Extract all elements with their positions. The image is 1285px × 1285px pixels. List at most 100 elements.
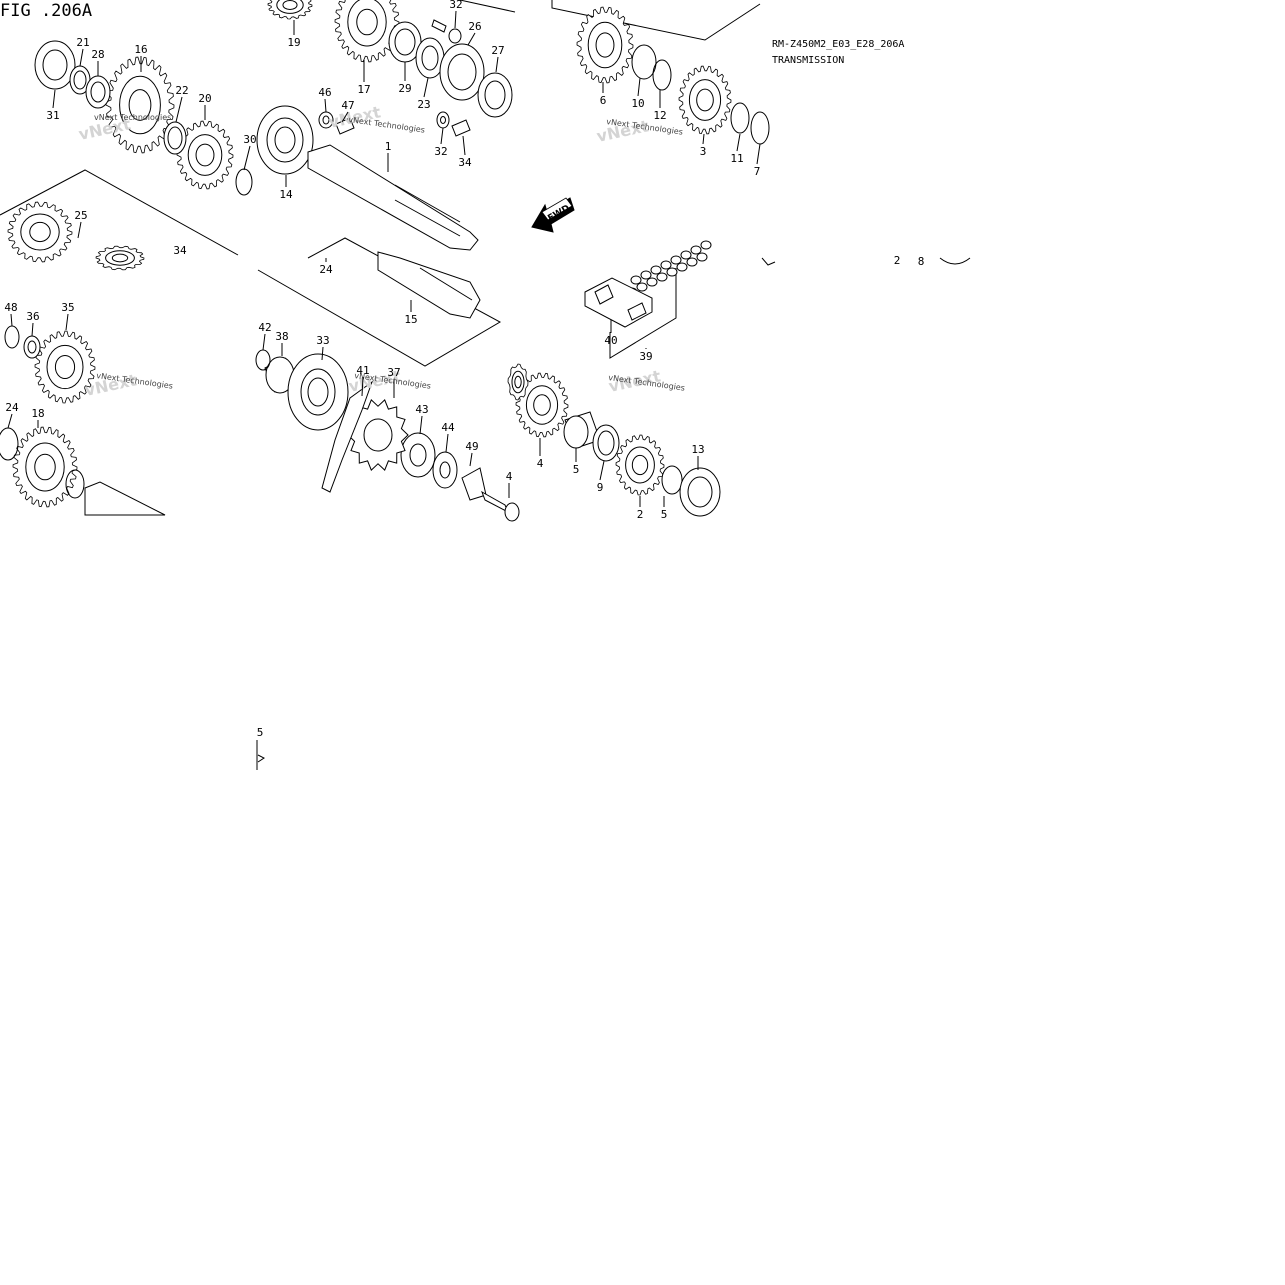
gear-20 (176, 120, 234, 190)
callout-number: 8 (918, 255, 925, 268)
chain-link (640, 270, 652, 280)
callout-number: 6 (600, 94, 607, 107)
master-link-40 (584, 277, 653, 328)
callout-number: 29 (398, 82, 411, 95)
leader-line (79, 48, 84, 67)
callout-number: 5 (257, 726, 264, 739)
callout-11: 11 (730, 133, 744, 165)
callout-number: 3 (700, 145, 707, 158)
callout-17: 17 (357, 60, 371, 96)
callout-8: 8 (918, 255, 925, 268)
callout-7: 7 (754, 143, 761, 178)
gear-35 (34, 330, 96, 404)
callout-4: 4 (537, 438, 544, 470)
callout-2: 2 (637, 496, 644, 521)
callout-number: 4 (506, 470, 513, 483)
callout-37: 37 (387, 366, 401, 398)
chain-link (676, 262, 688, 272)
sprocket-plate (321, 380, 374, 493)
callout-number: 2 (637, 508, 644, 521)
callout-number: 32 (434, 145, 447, 158)
callout-38: 38 (275, 330, 289, 356)
callout-number: 40 (604, 334, 617, 347)
chain-link (636, 282, 648, 292)
group-bracket-center (257, 237, 502, 367)
callout-47: 47 (341, 99, 355, 123)
bearing-38 (264, 356, 296, 394)
callout-number: 5 (661, 508, 668, 521)
callout-number: 31 (46, 109, 59, 122)
callout-number: 47 (341, 99, 354, 112)
callout-number: 27 (491, 44, 504, 57)
circlip-42 (255, 349, 271, 371)
callout-22: 22 (175, 84, 189, 123)
circlip-11 (730, 102, 750, 134)
callout-number: 41 (356, 364, 369, 377)
washer-36 (23, 335, 41, 359)
callout-35: 35 (61, 301, 75, 331)
callout-26: 26 (467, 20, 482, 46)
callout-number: 10 (631, 97, 644, 110)
screw-34 (451, 119, 471, 137)
callout-number: 22 (175, 84, 188, 97)
leader-line (599, 460, 605, 481)
callout-number: 30 (243, 133, 256, 146)
washer-22 (163, 121, 187, 155)
callout-10: 10 (631, 77, 645, 110)
screw-47 (335, 117, 355, 135)
callout-number: 32 (449, 0, 462, 11)
chain-link (630, 275, 642, 285)
callout-24: 24 (5, 401, 19, 429)
gear-18 (12, 426, 78, 508)
callout-12: 12 (653, 90, 667, 122)
lock-49 (461, 467, 487, 501)
leader-line (262, 333, 266, 351)
callout-number: 9 (597, 481, 604, 494)
bolt-4 (481, 490, 520, 522)
callout-number: 1 (385, 140, 392, 153)
chain-link (686, 257, 698, 267)
leader-line (31, 322, 34, 337)
callout-34: 34 (458, 135, 472, 169)
leader-line (243, 145, 251, 171)
cover-33 (287, 353, 349, 431)
gear-25-partial (95, 245, 145, 271)
callout-14: 14 (279, 175, 293, 201)
callout-9: 9 (597, 460, 605, 494)
callout-31: 31 (46, 89, 60, 122)
callout-2: 2 (894, 254, 901, 267)
callout-number: 24 (5, 401, 19, 414)
washer-32 (436, 111, 450, 129)
circlip-30 (235, 168, 253, 196)
callout-39: 39 (639, 348, 653, 363)
shaft-lower-left (84, 481, 166, 516)
callout-number: 24 (319, 263, 333, 276)
bearing-26 (439, 43, 485, 101)
callout-21: 21 (76, 36, 90, 67)
callout-number: 21 (76, 36, 89, 49)
model-code: RM-Z450M2_E03_E28_206A (772, 39, 904, 50)
callout-number: 25 (74, 209, 87, 222)
callout-18: 18 (31, 407, 45, 428)
leader-line (65, 313, 69, 331)
callout-28: 28 (91, 48, 105, 76)
callout-number: 2 (894, 254, 901, 267)
leader-line (637, 77, 641, 97)
callout-16: 16 (134, 43, 148, 72)
leader-line (756, 143, 761, 165)
countershaft-1 (307, 144, 479, 251)
callout-43: 43 (415, 403, 429, 435)
callout-41: 41 (356, 364, 370, 397)
callout-number: 43 (415, 403, 428, 416)
ring-24-left (0, 427, 19, 461)
collar-28 (85, 75, 111, 109)
leader-line (77, 221, 82, 239)
leader-line (462, 135, 466, 156)
chain-link (670, 255, 682, 265)
washer-43 (400, 432, 436, 478)
ring-9 (592, 424, 620, 462)
callout-24: 24 (319, 258, 333, 276)
callout-number: 28 (91, 48, 104, 61)
leader-line (702, 133, 705, 145)
